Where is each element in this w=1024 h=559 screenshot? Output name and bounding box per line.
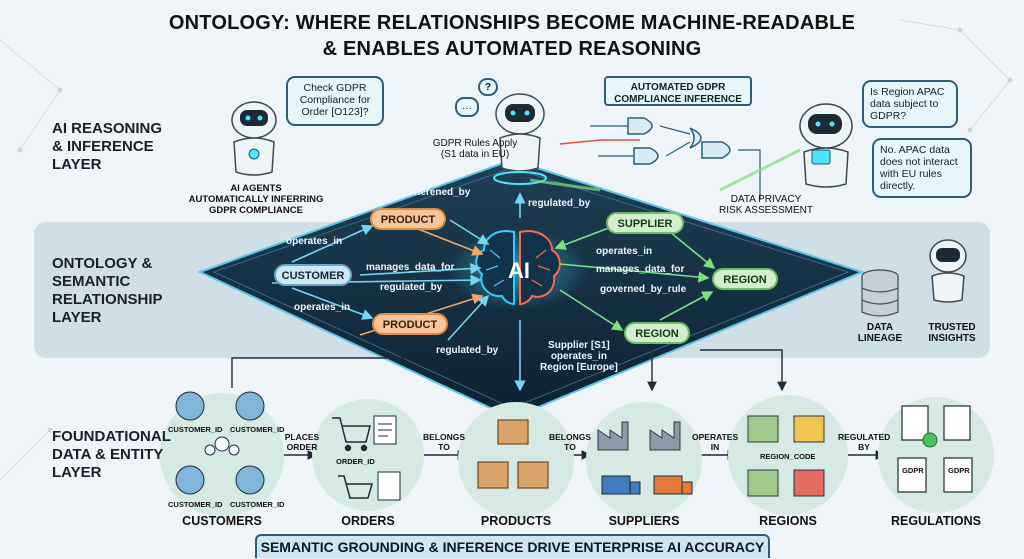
node-region-right: REGION	[712, 268, 778, 290]
edge-manages-data-for-right: manages_data_for	[596, 264, 684, 275]
edge-regulated-by-top: regulated_by	[528, 198, 590, 209]
chat-dots-icon: …	[455, 97, 479, 117]
node-region-bottom: REGION	[624, 322, 690, 344]
node-supplier: SUPPLIER	[606, 212, 684, 234]
edge-operates-in-left: operates_in	[286, 236, 342, 247]
suppliers-label: SUPPLIERS	[594, 514, 694, 528]
products-label: PRODUCTS	[466, 514, 566, 528]
node-product-bottom: PRODUCT	[372, 313, 448, 335]
gdpr-doc-1: GDPR	[902, 466, 924, 475]
node-customer: CUSTOMER	[274, 264, 352, 286]
edge-manages-data-for-left: manages_data_for	[366, 262, 454, 273]
regulations-circle	[878, 397, 994, 513]
question-bubble-icon: ?	[478, 78, 498, 96]
edge-regulated-by-bottom: regulated_by	[436, 345, 498, 356]
edge-operates-in-lower: operates_in	[294, 302, 350, 313]
customer-id-1: CUSTOMER_ID	[168, 425, 222, 434]
edge-governed-by-rule: governed_by_rule	[600, 284, 686, 295]
regulations-label: REGULATIONS	[878, 514, 994, 528]
ai-agent-robot-left	[232, 102, 276, 175]
edge-regulated-by-left: regulated_by	[380, 282, 442, 293]
database-icon	[862, 270, 898, 316]
logic-gates-icon	[628, 118, 730, 164]
gdpr-doc-2: GDPR	[948, 466, 970, 475]
approved-seal-icon	[923, 433, 937, 447]
edge-governed-by-top: oonerened_by	[402, 187, 470, 198]
orders-label: ORDERS	[328, 514, 408, 528]
gdpr-rules-note: GDPR Rules Apply(S1 data in EU)	[420, 138, 530, 160]
suppliers-circle	[586, 402, 702, 518]
order-id-label: ORDER_ID	[336, 457, 375, 466]
page-title-line2: & ENABLES AUTOMATED REASONING	[0, 38, 1024, 61]
page-title-line1: ONTOLOGY: WHERE RELATIONSHIPS BECOME MAC…	[0, 12, 1024, 35]
node-product-top: PRODUCT	[370, 208, 446, 230]
region-code-label: REGION_CODE	[760, 452, 815, 461]
customers-label: CUSTOMERS	[172, 514, 272, 528]
ai-core-label: AI	[496, 258, 542, 284]
customer-id-3: CUSTOMER_ID	[168, 500, 222, 509]
customer-id-2: CUSTOMER_ID	[230, 425, 284, 434]
footer-banner: SEMANTIC GROUNDING & INFERENCE DRIVE ENT…	[255, 534, 770, 558]
regions-label: REGIONS	[740, 514, 836, 528]
ai-agent-robot-right	[800, 104, 852, 187]
edge-operates-in-right: operates_in	[596, 246, 652, 257]
orders-circle	[312, 399, 424, 511]
products-circle	[458, 402, 574, 518]
customer-id-4: CUSTOMER_ID	[230, 500, 284, 509]
